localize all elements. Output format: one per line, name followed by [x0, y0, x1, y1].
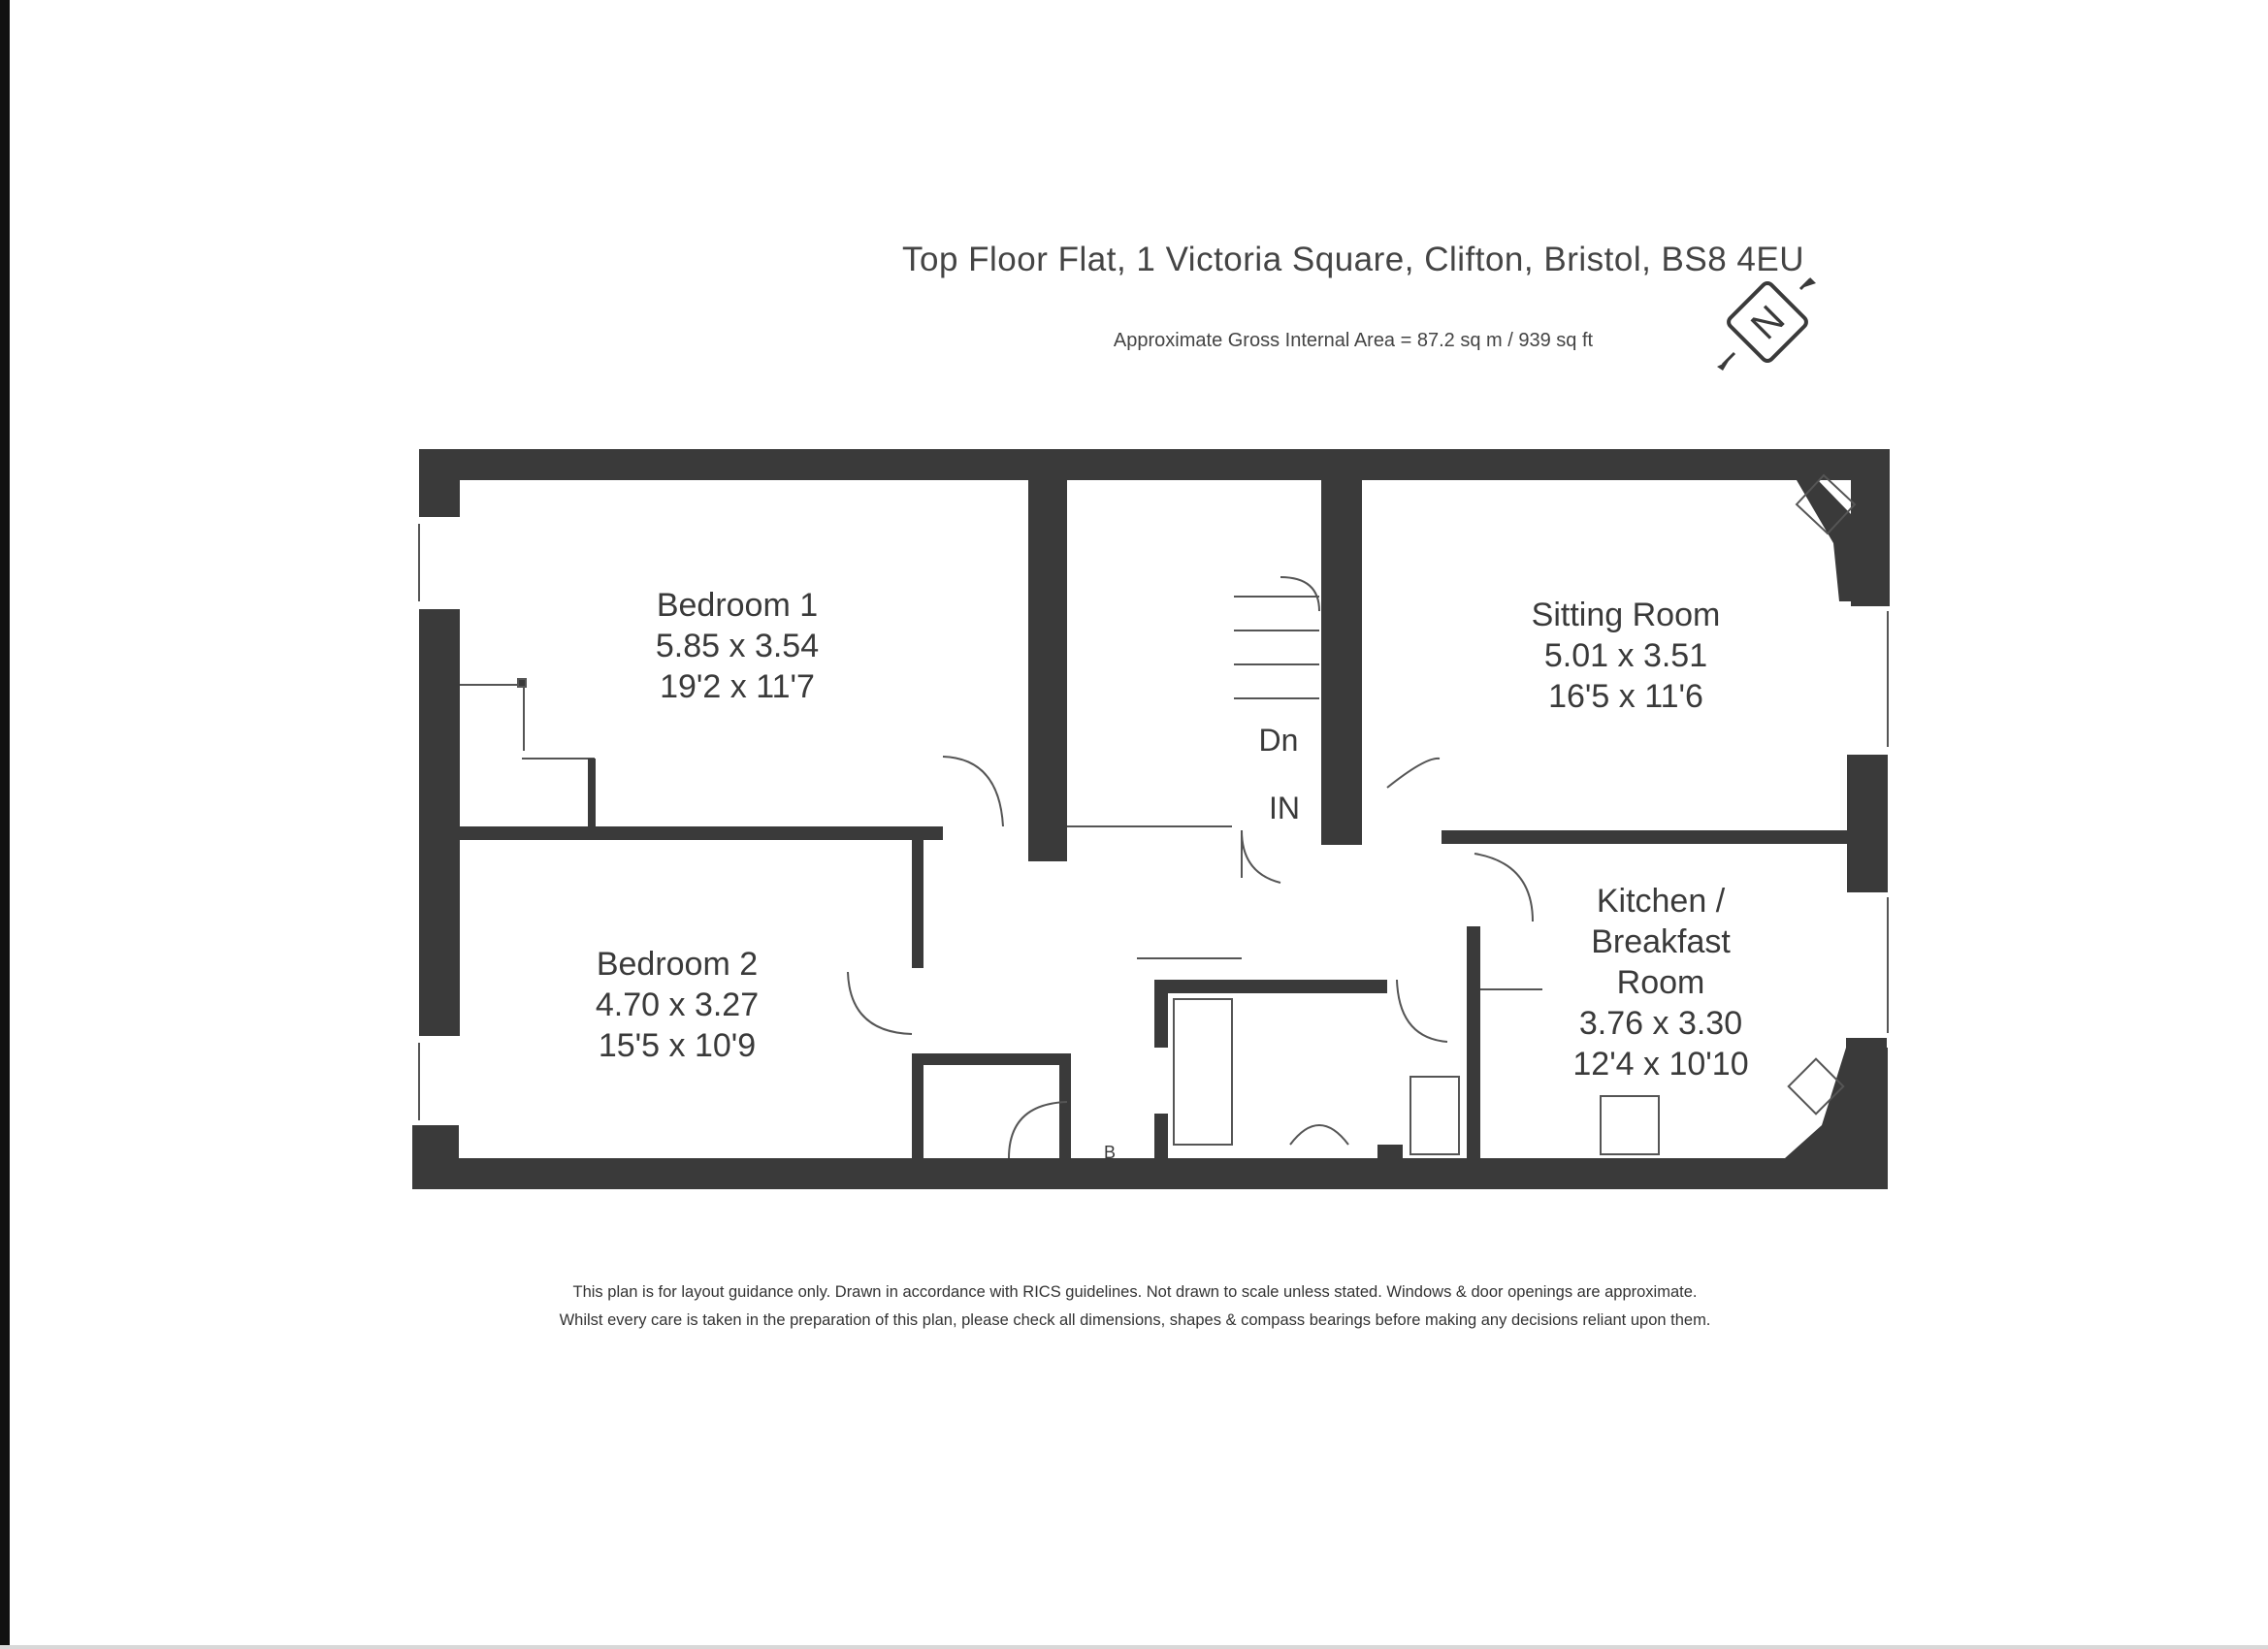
door-swing-entrance — [1241, 829, 1281, 884]
wall-sitting-kitchen — [1442, 830, 1849, 844]
outer-wall-left-3 — [412, 1125, 459, 1189]
kitchen-chamfer — [1785, 1048, 1888, 1189]
wall-hall-left — [1028, 449, 1067, 861]
scan-edge — [0, 0, 10, 1649]
hob-outline — [1787, 1057, 1845, 1116]
bedroom2-imperial: 15'5 x 10'9 — [599, 1027, 756, 1064]
door-swing-bathroom — [1396, 979, 1448, 1043]
sitting-chimney — [1797, 480, 1851, 601]
appliance-outline — [1600, 1095, 1660, 1155]
door-swing-cupboard — [1008, 1101, 1068, 1159]
wall-hall-right — [1321, 449, 1362, 845]
bedroom1-metric: 5.85 x 3.54 — [656, 628, 819, 664]
disclaimer: This plan is for layout guidance only. D… — [407, 1278, 1863, 1335]
entrance-label: IN — [1269, 791, 1300, 825]
kitchen-metric: 3.76 x 3.30 — [1579, 1005, 1742, 1042]
wall-bathroom-left-lower — [1154, 1114, 1168, 1158]
basin-outline — [1409, 1076, 1460, 1155]
bedroom2-name: Bedroom 2 — [597, 946, 758, 983]
plan-title: Top Floor Flat, 1 Victoria Square, Clift… — [901, 241, 1805, 278]
bedroom1-name: Bedroom 1 — [657, 587, 818, 624]
chimney-breast — [1795, 473, 1857, 535]
kitchen-name-line1: Kitchen / — [1597, 883, 1726, 920]
wall-cupboard-right — [1059, 1053, 1071, 1158]
north-compass-icon: N — [1717, 277, 1816, 371]
door-swing-bedroom1 — [942, 756, 1004, 827]
bath-outline — [1173, 998, 1233, 1146]
sitting-room-imperial: 16'5 x 11'6 — [1548, 678, 1703, 715]
disclaimer-line-2: Whilst every care is taken in the prepar… — [559, 1311, 1711, 1329]
wall-kitchen-left — [1467, 926, 1480, 1161]
stair-turn — [1280, 576, 1320, 612]
stairs-down-label: Dn — [1259, 723, 1299, 758]
kitchen-name-line2: Breakfast — [1591, 923, 1731, 960]
scan-edge-bottom — [0, 1645, 2268, 1649]
door-swing-sitting — [1386, 757, 1441, 789]
outer-wall-top — [419, 449, 1890, 480]
boiler-label: B — [1104, 1143, 1116, 1162]
wall-bathroom-left-upper — [1154, 980, 1168, 1048]
outer-wall-left-2 — [419, 609, 460, 1036]
kitchen-imperial: 12'4 x 10'10 — [1572, 1046, 1748, 1083]
kitchen-name-line3: Room — [1617, 964, 1705, 1001]
walls — [412, 449, 1890, 1189]
disclaimer-line-1: This plan is for layout guidance only. D… — [572, 1283, 1698, 1301]
outer-wall-left-1 — [419, 449, 460, 517]
wall-bedrooms-divider — [460, 826, 943, 840]
sitting-room-name: Sitting Room — [1532, 597, 1721, 633]
wall-cupboard-left — [912, 1053, 923, 1158]
gross-internal-area: Approximate Gross Internal Area = 87.2 s… — [1113, 330, 1594, 351]
wall-bathroom-top — [1154, 980, 1387, 993]
wall-cupboard-top — [922, 1053, 1071, 1065]
wardrobe-door — [522, 758, 595, 826]
compass-frame — [1727, 281, 1808, 363]
door-swing-bedroom2 — [847, 971, 913, 1035]
bedroom2-metric: 4.70 x 3.27 — [596, 986, 759, 1023]
bedroom1-imperial: 19'2 x 11'7 — [660, 668, 815, 705]
door-swing-kitchen — [1474, 853, 1534, 922]
outer-wall-bottom — [412, 1158, 1887, 1189]
wardrobe-outline — [460, 684, 525, 751]
wall-bathroom-stub — [1377, 1145, 1403, 1160]
outer-wall-right-1 — [1851, 449, 1890, 606]
sitting-room-metric: 5.01 x 3.51 — [1544, 637, 1707, 674]
wc-outline — [1289, 1124, 1349, 1146]
outer-wall-right-2 — [1847, 755, 1888, 892]
wall-bedroom2-right — [912, 840, 923, 968]
compass-arrow-head — [1804, 277, 1816, 287]
fixtures — [418, 473, 1889, 1159]
